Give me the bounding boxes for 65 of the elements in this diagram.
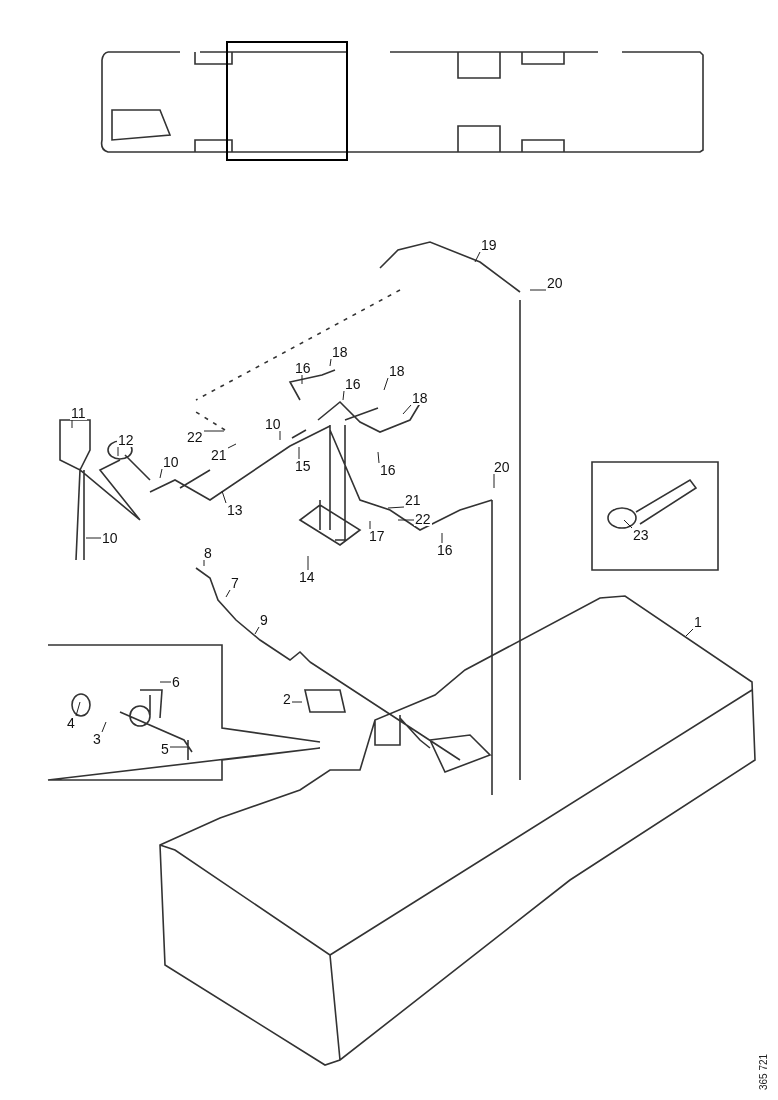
leader-line (291, 701, 303, 703)
callout-number: 20 (493, 460, 511, 474)
drawing-number: 365 721 (758, 1053, 769, 1090)
leader-line (369, 520, 371, 530)
leader-line (85, 537, 102, 539)
leader-line (75, 701, 81, 717)
callout-number: 16 (294, 361, 312, 375)
leader-line (529, 289, 547, 291)
leader-line (159, 468, 163, 479)
leader-line (493, 473, 495, 489)
leader-line (685, 628, 694, 637)
leader-line (221, 490, 227, 504)
callout-number: 16 (436, 543, 454, 557)
callout-number: 11 (70, 406, 87, 420)
callout-number: 22 (186, 430, 204, 444)
callout-number: 19 (480, 238, 498, 252)
callout-number: 17 (368, 529, 386, 543)
callout-number: 15 (294, 459, 312, 473)
leader-line (298, 446, 300, 460)
callout-number: 4 (66, 716, 76, 730)
callout-number: 21 (210, 448, 228, 462)
callout-number: 10 (101, 531, 119, 545)
callout-number: 23 (632, 528, 650, 542)
leader-line (203, 430, 225, 432)
callout-number: 12 (117, 433, 135, 447)
leader-line (254, 626, 260, 635)
callout-number: 8 (203, 546, 213, 560)
callout-number: 5 (160, 742, 170, 756)
leader-line (71, 419, 73, 429)
callout-number: 18 (388, 364, 406, 378)
leader-line (342, 390, 345, 401)
leader-line (279, 430, 281, 441)
callout-number: 16 (379, 463, 397, 477)
callout-number: 9 (259, 613, 269, 627)
callout-number: 16 (344, 377, 362, 391)
callout-number: 3 (92, 732, 102, 746)
leader-line (383, 377, 389, 391)
leader-line (402, 404, 412, 415)
callout-number: 6 (171, 675, 181, 689)
leader-line (377, 451, 380, 464)
leader-line (203, 559, 205, 567)
callout-number: 1 (693, 615, 703, 629)
callout-number: 18 (331, 345, 349, 359)
leader-line (225, 589, 231, 598)
callout-number: 2 (282, 692, 292, 706)
leader-line (441, 532, 443, 544)
leader-line (387, 506, 405, 509)
leader-line (397, 519, 415, 521)
callout-number: 7 (230, 576, 240, 590)
callout-number: 10 (264, 417, 282, 431)
leader-line (307, 555, 309, 571)
callout-number: 13 (226, 503, 244, 517)
leader-line (117, 446, 119, 457)
leader-line (329, 358, 332, 367)
callout-number: 10 (162, 455, 180, 469)
leader-line (301, 374, 303, 385)
callout-number: 18 (411, 391, 429, 405)
leader-line (169, 746, 189, 748)
callout-number: 20 (546, 276, 564, 290)
leader-line (101, 721, 107, 733)
leader-line (159, 681, 172, 683)
callout-number: 21 (404, 493, 422, 507)
leader-line (474, 251, 481, 263)
callout-number: 22 (414, 512, 432, 526)
callout-number: 14 (298, 570, 316, 584)
